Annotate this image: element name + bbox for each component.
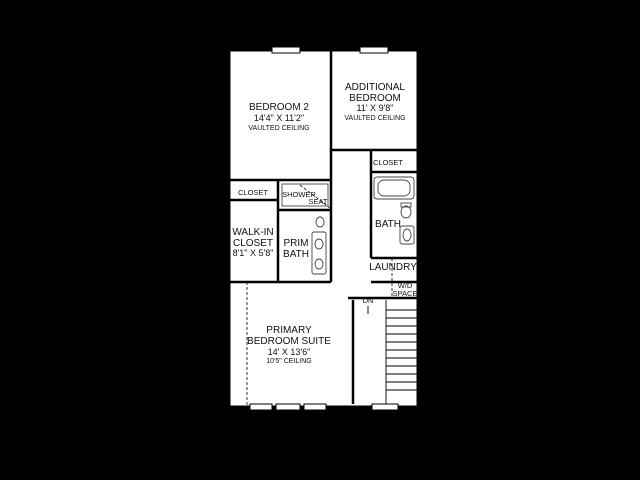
primary-name-2: BEDROOM SUITE xyxy=(247,336,331,347)
bedroom2-name: BEDROOM 2 xyxy=(249,102,309,113)
exterior-walls xyxy=(227,48,420,409)
floor-area xyxy=(229,50,418,407)
walkin-name-1: WALK-IN xyxy=(232,227,273,238)
shower-pan xyxy=(281,183,329,207)
vanity-prim xyxy=(311,231,327,275)
toilet-prim xyxy=(315,216,325,228)
additional-dims: 11' X 9'8" xyxy=(357,103,394,113)
windows xyxy=(249,46,399,411)
wd-label-2: SPACE xyxy=(393,289,418,298)
bathtub xyxy=(373,176,415,200)
sink-bath xyxy=(399,225,415,245)
interior-walls xyxy=(229,50,418,300)
additional-name-2: BEDROOM xyxy=(349,93,401,104)
laundry-label: LAUNDRY xyxy=(369,262,417,273)
additional-name-1: ADDITIONAL xyxy=(345,82,405,93)
bedroom2-note: VAULTED CEILING xyxy=(248,125,309,132)
primary-dims: 14' X 13'6" xyxy=(268,347,311,357)
toilet-bath xyxy=(400,205,412,219)
closet-top-label: CLOSET xyxy=(373,158,403,167)
stairs-label: DN xyxy=(363,296,374,305)
walkin-dims: 8'1" X 5'8" xyxy=(233,248,274,258)
floor-east-top xyxy=(331,50,418,150)
prim-bath-1: PRIM xyxy=(284,238,309,249)
shower-label-1: SHOWER xyxy=(282,190,316,199)
bedroom2-dims: 14'4" X 11'2" xyxy=(254,113,304,123)
staircase xyxy=(351,300,418,404)
room-labels: BEDROOM 2 14'4" X 11'2" VAULTED CEILING … xyxy=(232,82,417,365)
wd-label-1: W/D xyxy=(398,281,413,290)
bath-label: BATH xyxy=(375,219,401,230)
floor-corridor xyxy=(331,150,371,407)
floor-west-wing xyxy=(229,50,331,407)
walkin-name-2: CLOSET xyxy=(233,238,273,249)
prim-bath-2: BATH xyxy=(283,249,309,260)
dashed-openings xyxy=(229,149,418,407)
shower-label-2: SEAT xyxy=(308,197,327,206)
closet-left-label: CLOSET xyxy=(238,188,268,197)
additional-note: VAULTED CEILING xyxy=(344,115,405,122)
primary-note: 10'5" CEILING xyxy=(266,358,311,365)
primary-name-1: PRIMARY xyxy=(266,325,312,336)
fixtures xyxy=(281,176,415,275)
